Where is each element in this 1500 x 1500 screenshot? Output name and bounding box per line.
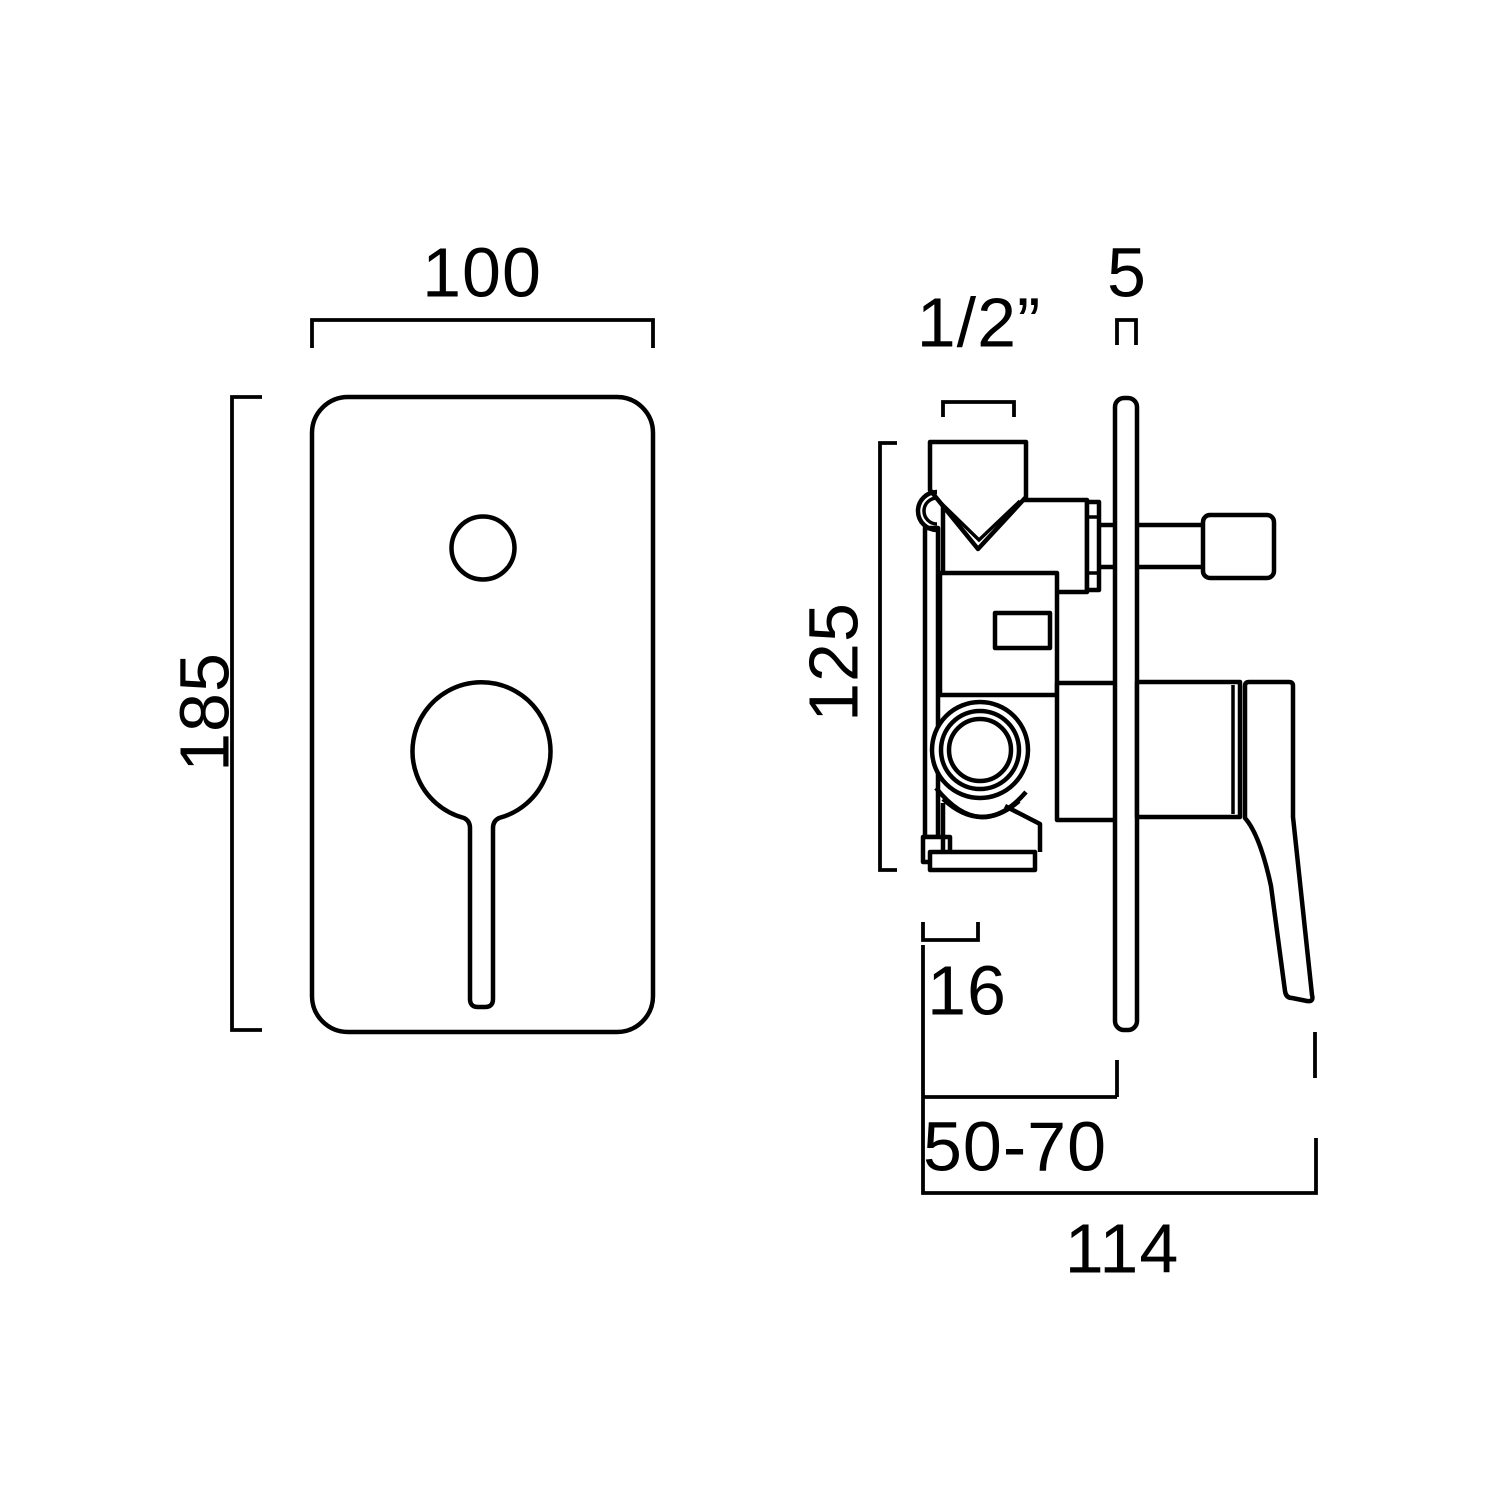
dim-overall-depth-line	[921, 1032, 1318, 1195]
side-diverter-bushing	[1084, 499, 1102, 593]
dim-plate-thickness-line	[1115, 318, 1138, 345]
side-diverter-bushing-rings	[1087, 515, 1099, 575]
side-inlet-lug-inner	[922, 496, 938, 526]
front-view: 100 185	[166, 234, 656, 1035]
side-diverter-button	[1200, 512, 1277, 581]
side-base-foot	[927, 849, 1038, 873]
dim-inlet-label: 1/2”	[917, 284, 1042, 362]
front-diverter-button	[449, 514, 517, 582]
dim-width-100-label: 100	[422, 234, 542, 312]
side-inlet-inner-seat	[939, 499, 1022, 543]
side-view: 1/2” 5 125 16 50-70 114	[795, 234, 1318, 1288]
side-outlet-boss-inner	[946, 716, 1014, 784]
side-clamp-right-edge	[1003, 803, 1043, 852]
dim-width-100-line	[310, 318, 655, 348]
side-clamp-strap-inner	[941, 797, 1021, 820]
side-inlet-connection	[927, 439, 1029, 552]
side-wall-plate-edge	[1112, 395, 1140, 1033]
dim-height-185-label: 185	[166, 652, 244, 772]
front-lever-handle	[410, 680, 553, 1010]
side-inlet-lug-outer	[915, 489, 938, 533]
side-fixing-slot	[992, 610, 1053, 651]
dim-body-height-line	[878, 441, 897, 872]
dim-bracket-depth-line	[921, 922, 980, 942]
side-outlet-boss-outer	[929, 699, 1031, 801]
side-handle-rosette	[1134, 679, 1243, 820]
dim-plate-thickness-label: 5	[1107, 234, 1147, 312]
dim-body-height-label: 125	[795, 602, 873, 722]
dim-recess-depth-label: 50-70	[923, 1108, 1107, 1186]
side-lower-body	[1054, 680, 1119, 823]
dim-inlet-line	[941, 400, 1016, 417]
dim-bracket-depth-label: 16	[927, 952, 1007, 1030]
dim-overall-depth-label: 114	[1065, 1210, 1180, 1288]
dim-height-185-line	[230, 395, 262, 1032]
side-handle-lever	[1242, 679, 1315, 1004]
dim-recess-depth-line	[921, 945, 1119, 1099]
side-outlet-boss-mid	[938, 708, 1022, 792]
